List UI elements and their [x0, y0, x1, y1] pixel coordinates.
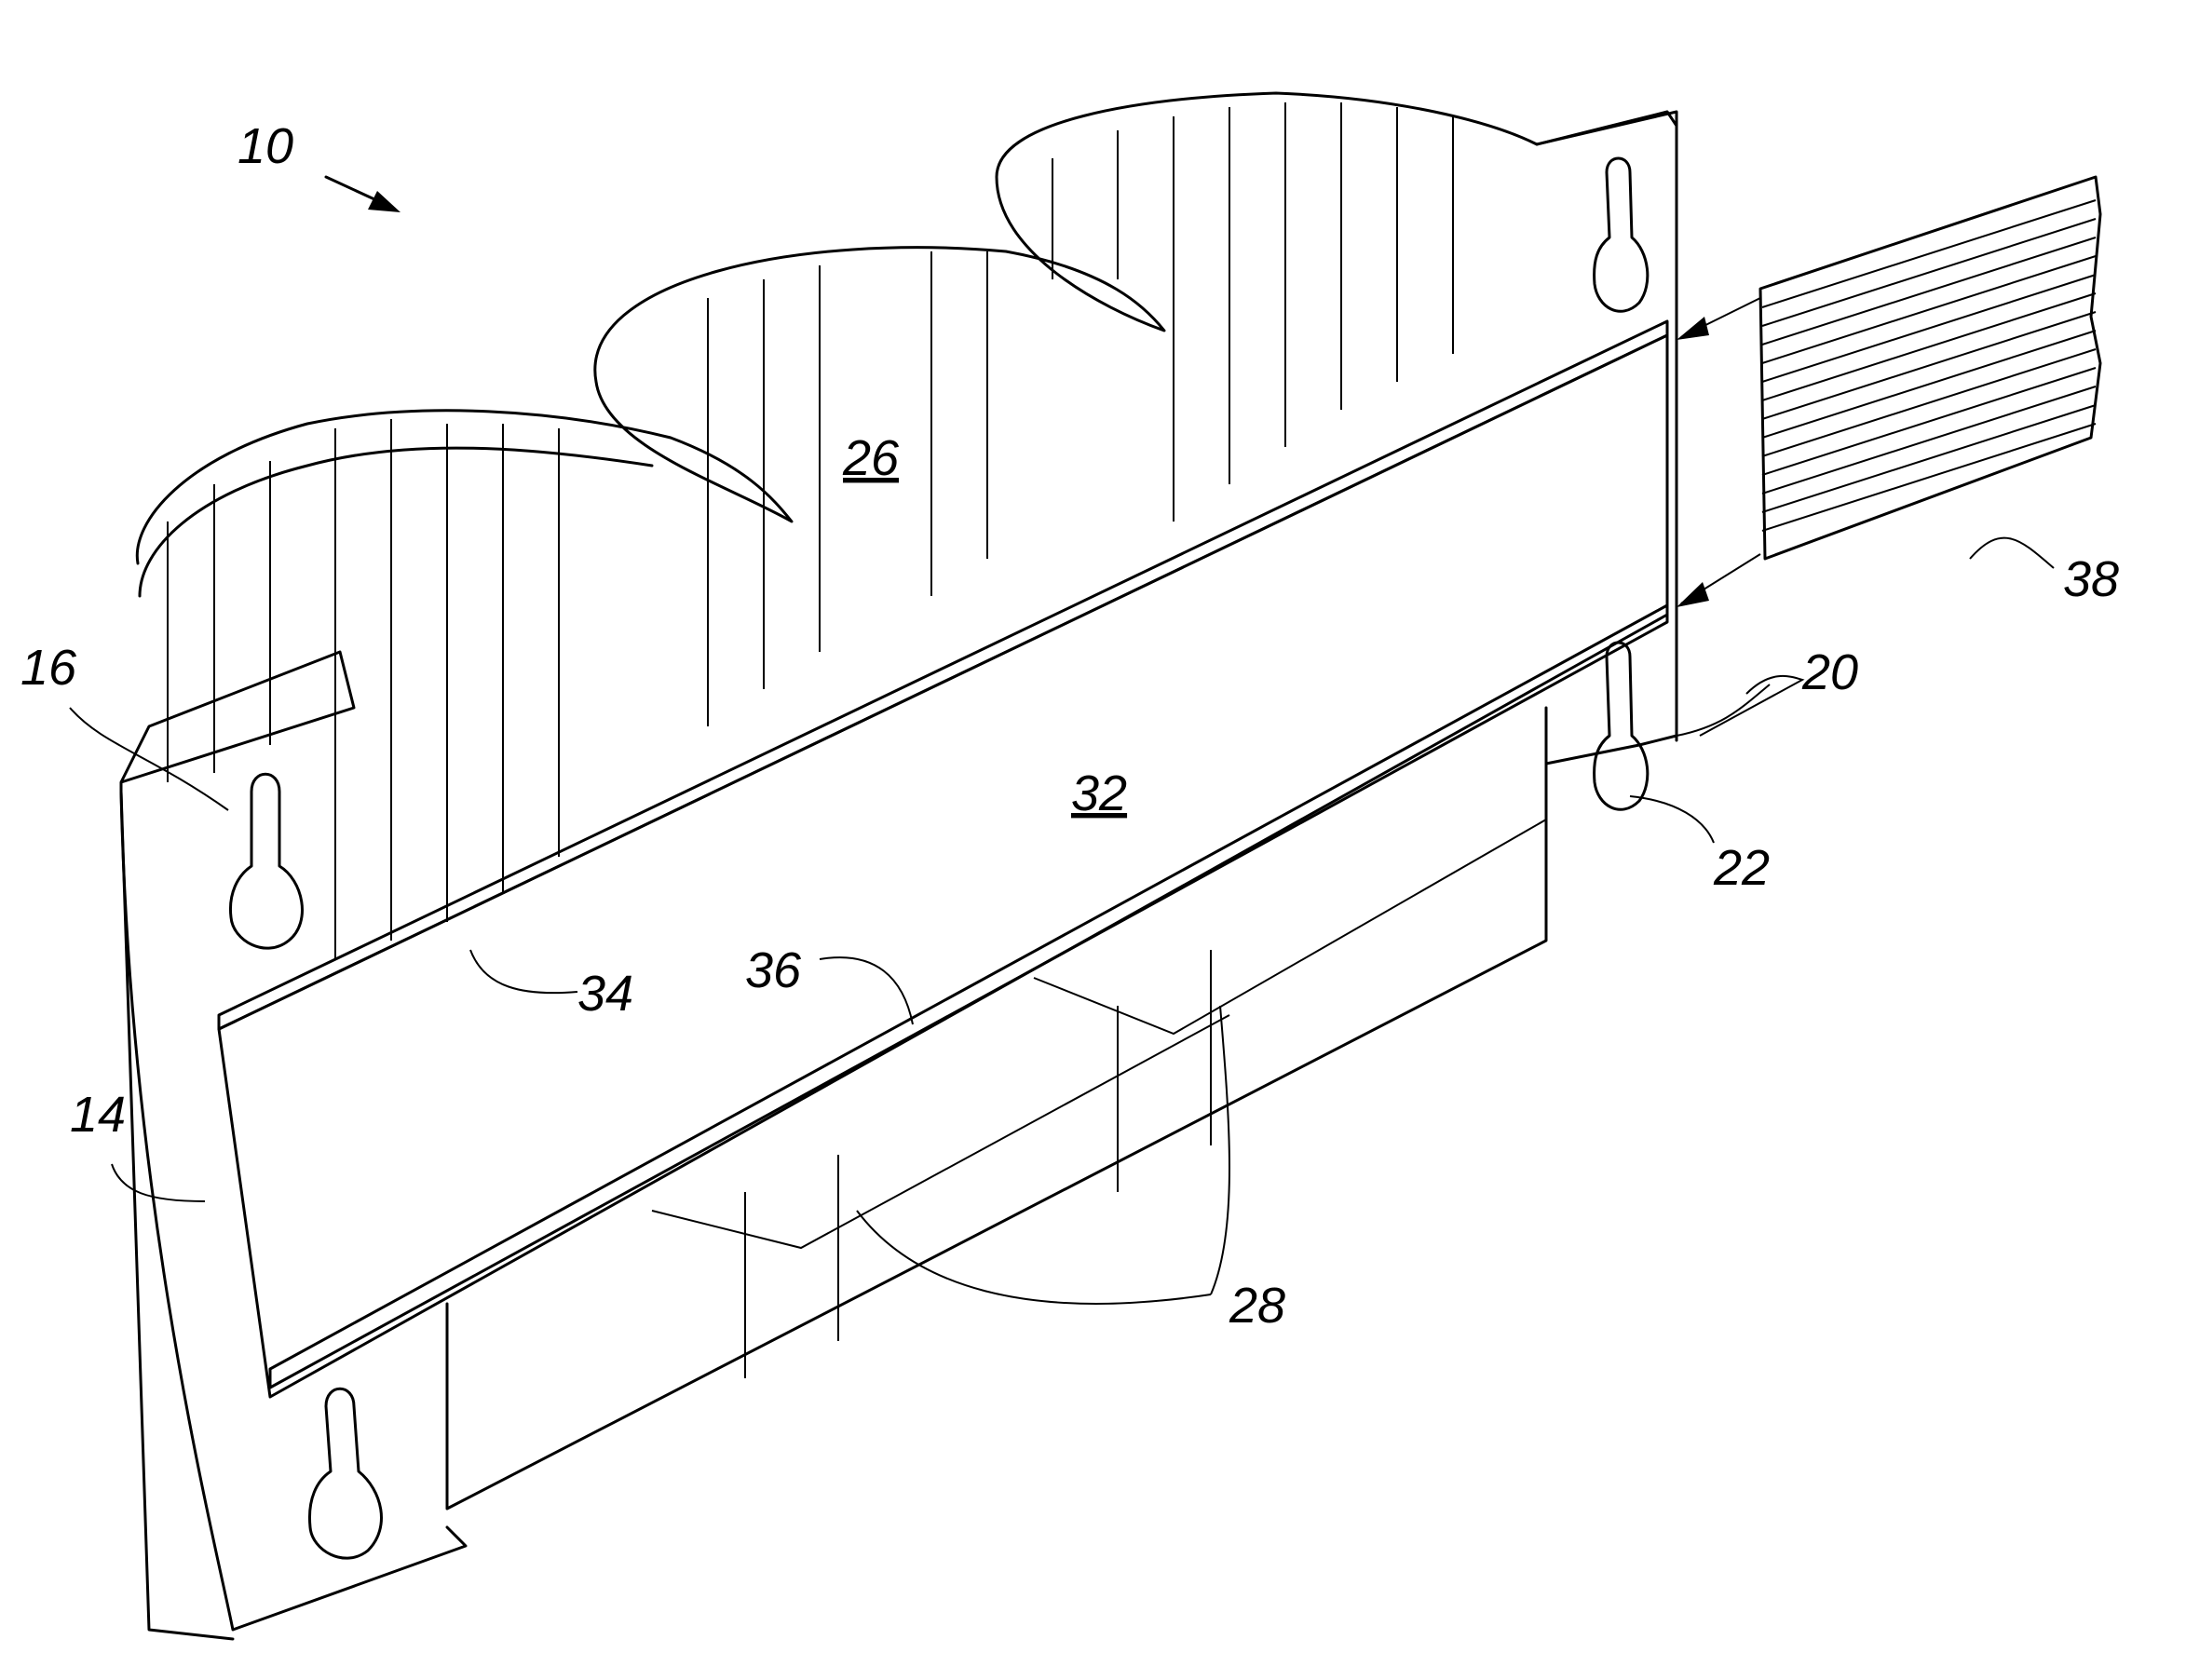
label-26: 26: [842, 430, 900, 486]
label-20: 20: [1801, 644, 1858, 700]
label-28: 28: [1229, 1278, 1285, 1334]
label-22: 22: [1713, 840, 1770, 896]
holder-top-inner: [140, 448, 652, 596]
label-strip-32: [219, 335, 1667, 1397]
label-38: 38: [2063, 551, 2119, 607]
leader-lines: [70, 538, 2054, 1304]
interior-hatching: [168, 102, 1453, 1378]
label-32: 32: [1071, 765, 1127, 821]
left-flange: [121, 652, 466, 1630]
assembly-arrow: [326, 177, 401, 212]
label-14: 14: [70, 1087, 126, 1143]
label-34: 34: [577, 966, 633, 1022]
keyhole-upper-right: [1595, 158, 1648, 311]
holder-top-outline: [137, 93, 1677, 740]
upper-lip-34: [219, 321, 1667, 1029]
lower-lip-36: [270, 605, 1667, 1388]
keyhole-16: [230, 774, 302, 948]
label-16: 16: [20, 640, 77, 696]
keyhole-22: [1595, 643, 1648, 809]
insertion-arrows: [1677, 298, 1760, 607]
left-flange-edge: [121, 792, 233, 1639]
label-insert-38: [1760, 177, 2100, 559]
label-10: 10: [238, 118, 293, 174]
label-36: 36: [745, 942, 802, 998]
keyhole-left-lower: [309, 1389, 381, 1558]
